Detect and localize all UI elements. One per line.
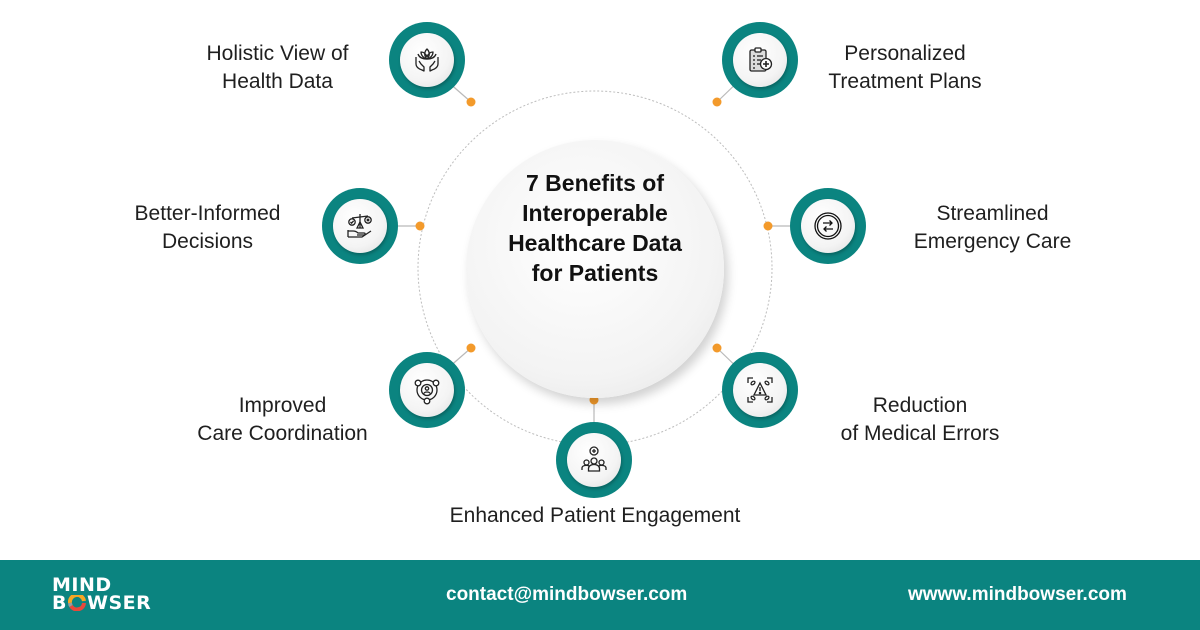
orbit-dot (712, 97, 722, 107)
center-circle (466, 140, 724, 398)
benefit-label-holistic-view: Holistic View of Health Data (160, 40, 395, 96)
diagram-title: 7 Benefits of Interoperable Healthcare D… (466, 168, 724, 288)
lotus-hands-icon (415, 48, 439, 72)
benefit-label-personalized-treatment: Personalized Treatment Plans (800, 40, 1010, 96)
logo-line: B WSER (52, 592, 152, 614)
benefits-diagram: 7 Benefits of Interoperable Healthcare D… (100, 22, 1100, 530)
logo-letters: WSER (86, 592, 152, 614)
logo-line: MIND (52, 574, 112, 596)
benefit-node-medical-errors (722, 352, 798, 428)
network-people-icon (414, 379, 440, 405)
title-line: for Patients (531, 260, 659, 286)
exchange-arrows-icon (814, 212, 842, 240)
mindbowser-logo[interactable]: MIND B WSER (52, 574, 152, 614)
label-line: Care Coordination (197, 422, 368, 445)
label-line: of Medical Errors (840, 422, 1000, 445)
scale-hand-icon (347, 214, 372, 238)
warning-scan-icon (747, 377, 773, 403)
label-line: Reduction (872, 394, 968, 417)
benefit-node-patient-engagement (556, 422, 632, 498)
label-line: Treatment Plans (828, 70, 982, 93)
label-line: Holistic View of (206, 42, 349, 65)
benefit-node-care-coordination (389, 352, 465, 428)
benefit-label-patient-engagement: Enhanced Patient Engagement (395, 502, 795, 530)
orbit-dot (712, 343, 722, 353)
benefit-node-better-informed (322, 188, 398, 264)
label-line: Health Data (222, 70, 333, 93)
contact-email-link[interactable]: contact@mindbowser.com (446, 584, 688, 605)
title-line: Healthcare Data (508, 230, 682, 256)
title-line: 7 Benefits of (525, 170, 665, 196)
group-plus-icon (581, 446, 607, 472)
label-line: Enhanced Patient Engagement (449, 504, 741, 527)
benefit-node-streamlined-emergency (790, 188, 866, 264)
logo-letter: B (52, 592, 67, 614)
title-line: Interoperable (522, 200, 668, 226)
benefit-label-streamlined-emergency: Streamlined Emergency Care (885, 200, 1100, 256)
footer-bar (0, 560, 1200, 630)
orbit-dot (466, 343, 476, 353)
benefit-label-care-coordination: Improved Care Coordination (175, 392, 390, 448)
orbit-dot (763, 221, 773, 231)
benefit-label-medical-errors: Reduction of Medical Errors (820, 392, 1020, 448)
website-link[interactable]: wwww.mindbowser.com (908, 584, 1127, 605)
label-line: Personalized (844, 42, 966, 65)
orbit-dot (415, 221, 425, 231)
label-line: Decisions (161, 230, 254, 253)
benefit-node-holistic-view (389, 22, 465, 98)
label-line: Better-Informed (134, 202, 281, 225)
orbit-dot (466, 97, 476, 107)
benefit-label-better-informed: Better-Informed Decisions (100, 200, 315, 256)
benefit-node-personalized-treatment (722, 22, 798, 98)
label-line: Emergency Care (913, 230, 1072, 253)
clipboard-plus-icon (749, 47, 773, 72)
logo-swirl-icon (67, 595, 86, 611)
label-line: Improved (238, 394, 327, 417)
label-line: Streamlined (936, 202, 1049, 225)
